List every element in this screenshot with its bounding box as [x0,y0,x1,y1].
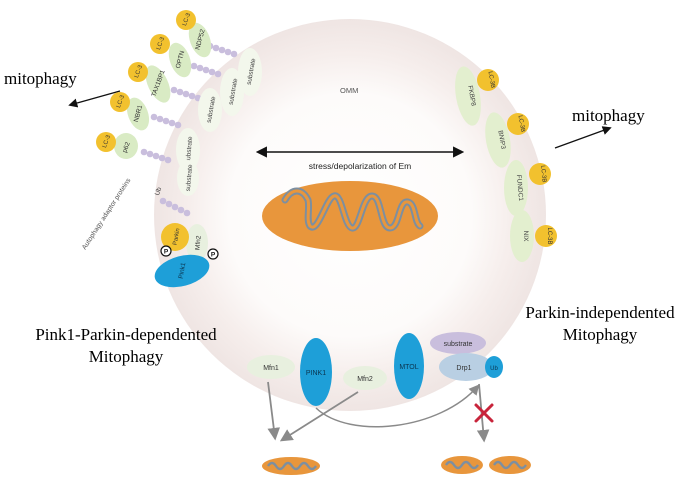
fission-mitochondrion-1 [441,456,483,474]
substrate-left-5: substrate [177,160,199,196]
svg-text:LC-3: LC-3 [182,12,192,27]
svg-text:Pink1: Pink1 [178,262,188,280]
adaptor-tax1bp1: TAX1BP1 LC-3 [128,62,171,103]
mitophagy-left-arrow [68,90,121,108]
adaptor-p62: p62 LC-3 [96,132,138,159]
arrow-pink1-drp1 [315,384,480,428]
adaptor-caption: Autophagy adaptor proteins [81,177,133,251]
receptor-bnip3: BNIP3 LC-3B [485,112,529,168]
fused-mitochondrion [262,457,320,475]
svg-text:Parkin: Parkin [173,228,182,246]
svg-text:NIX: NIX [522,231,529,243]
phospho-symbol-2: P [207,248,219,260]
substrate-bottom: substrate [430,332,486,354]
svg-text:NBR1: NBR1 [133,104,144,123]
svg-text:substrate: substrate [185,136,194,164]
parkin-independent-title-line2: Mitophagy [563,325,638,344]
svg-text:LC-3B: LC-3B [517,115,526,133]
mitophagy-right-label: mitophagy [572,106,645,125]
svg-text:Mfn2: Mfn2 [357,376,373,383]
phospho-symbol-1: P [160,245,172,257]
mfn2-bottom: Mfn2 [343,366,387,390]
adaptor-optn: OPTN LC-3 [150,34,192,78]
adaptor-ndp52: NDP52 LC-3 [176,10,212,58]
svg-text:Mfn2: Mfn2 [194,235,202,250]
svg-text:LC-3: LC-3 [102,134,112,149]
parkin-independent-title-line1: Parkin-independented [525,303,675,322]
pink1-bottom: PINK1 [300,338,332,406]
arrow-mfn1-fusion [267,381,281,441]
svg-text:substrate: substrate [185,164,194,192]
ub-label: Ub [154,186,164,197]
svg-text:substrate: substrate [206,96,218,124]
svg-text:p62: p62 [121,141,131,154]
fission-mitochondrion-2 [489,456,531,474]
svg-text:FKBP8: FKBP8 [466,85,477,107]
drp1: Drp1 [439,353,493,381]
svg-text:LC-3B: LC-3B [546,227,552,244]
svg-text:Mfn1: Mfn1 [263,365,279,372]
adaptor-nbr1: NBR1 LC-3 [110,92,150,131]
parkin: Parkin [161,223,189,251]
inhibition-cross-icon [474,403,494,423]
mfn2-left: Mfn2 [186,224,208,262]
svg-text:OPTN: OPTN [175,50,187,70]
mitophagy-left-label: mitophagy [4,69,77,88]
svg-text:substrate: substrate [228,78,240,106]
receptor-nix: NIX LC-3B [510,210,557,262]
svg-text:Drp1: Drp1 [456,365,471,372]
pink-parkin-title-line2: Mitophagy [89,347,164,366]
substrate-left-2: substrate [220,68,244,116]
receptor-fkbp8: FKBP8 LC-3B [455,66,499,126]
stress-label: stress/depolarization of Em [309,161,412,171]
svg-text:PINK1: PINK1 [306,370,326,377]
svg-text:Ub: Ub [490,366,498,372]
svg-text:LC-3: LC-3 [156,36,166,51]
ub-chain [159,197,191,217]
pink1-left: Pink1 [154,254,210,288]
svg-text:LC-3B: LC-3B [487,71,496,89]
svg-text:P: P [164,249,169,256]
svg-text:MTOL: MTOL [399,364,418,371]
substrate-left-4: substrate [176,128,200,172]
mtol: MTOL [394,333,424,399]
svg-text:P: P [211,252,216,259]
adaptor-linkers [140,42,238,164]
omm-label: OMM [340,86,358,95]
svg-text:substrate: substrate [444,341,473,348]
svg-text:LC-3: LC-3 [134,64,144,79]
svg-text:substrate: substrate [246,58,258,86]
svg-text:BNIP3: BNIP3 [496,130,506,150]
central-mitochondrion [262,181,438,251]
svg-text:LC-3: LC-3 [116,94,126,109]
substrate-left-3: substrate [198,88,222,132]
ub-bottom: Ub [485,356,503,378]
receptor-fundc1: FUNDC1 LC-3B [504,160,551,216]
arrow-mfn2-fusion [279,391,359,442]
mfn1: Mfn1 [247,355,295,379]
pink-parkin-title-line1: Pink1-Parkin-dependented [35,325,217,344]
svg-text:LC-3B: LC-3B [539,165,546,182]
svg-text:FUNDC1: FUNDC1 [515,174,524,201]
mitophagy-right-arrow [554,126,612,149]
substrate-left-1: substrate [238,48,262,96]
